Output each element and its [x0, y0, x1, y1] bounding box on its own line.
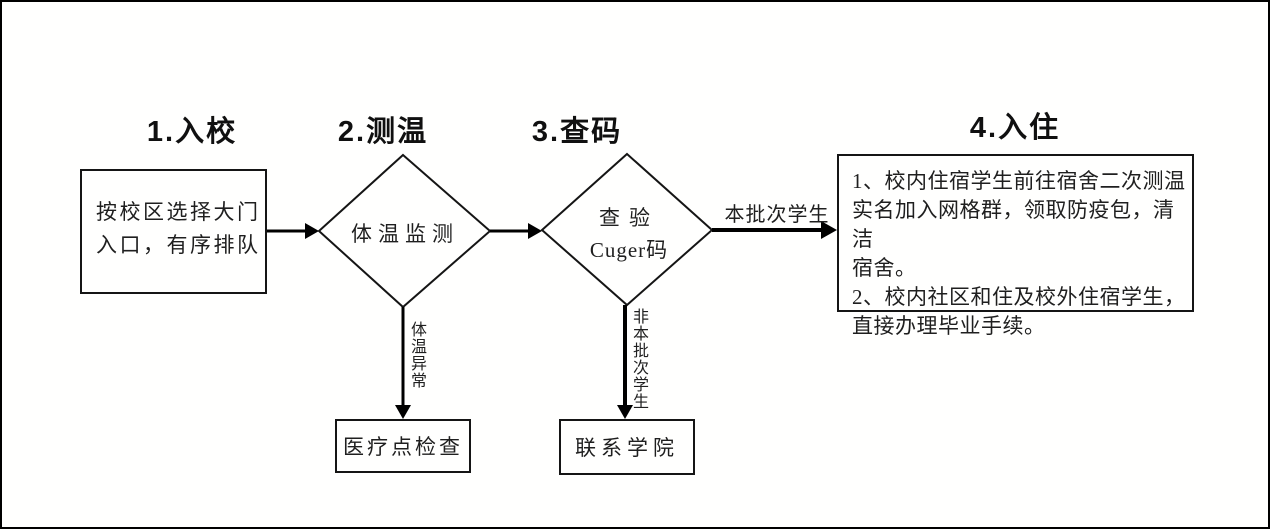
node-college-label: 联系学院 [575, 436, 679, 460]
step-heading-code-check: 3.查码 [531, 116, 623, 148]
arrowhead-temperature-to-medical [395, 405, 411, 419]
step-heading-temperature: 2.测温 [337, 116, 429, 148]
node-entry-box: 按校区选择大门 入口，有序排队 [80, 169, 267, 294]
node-medical-box: 医疗点检查 [335, 419, 471, 473]
node-code-check-line-1: 查验 [599, 206, 659, 230]
node-code-check-line-2: Cuger码 [589, 238, 669, 262]
node-temperature-label: 体温监测 [351, 222, 459, 246]
node-medical-label: 医疗点检查 [343, 435, 463, 459]
node-checkin-line-3: 宿舍。 [852, 256, 917, 280]
node-code-check-label: 查验 Cuger码 [545, 202, 713, 266]
node-entry-line-2: 入口，有序排队 [96, 233, 261, 257]
arrowhead-entry-to-temperature [305, 223, 319, 239]
node-checkin-line-1: 1、校内住宿学生前往宿舍二次测温 [852, 169, 1186, 193]
node-entry-line-1: 按校区选择大门 [96, 200, 261, 224]
node-checkin-line-5: 直接办理毕业手续。 [852, 314, 1046, 338]
edge-label-not-this-batch: 非本批次学生 [630, 308, 647, 410]
step-heading-entry: 1.入校 [146, 116, 238, 148]
node-checkin-box: 1、校内住宿学生前往宿舍二次测温 实名加入网格群，领取防疫包，清洁 宿舍。 2、… [837, 154, 1194, 338]
step-heading-checkin: 4.入住 [969, 112, 1061, 144]
edge-label-temp-abnormal: 体温异常 [408, 321, 425, 389]
node-checkin-line-4: 2、校内社区和住及校外住宿学生， [852, 285, 1186, 309]
node-checkin-line-2: 实名加入网格群，领取防疫包，清洁 [852, 198, 1175, 251]
arrowhead-temperature-to-code [528, 223, 542, 239]
node-college-box: 联系学院 [559, 419, 695, 475]
edge-label-this-batch: 本批次学生 [724, 204, 830, 226]
